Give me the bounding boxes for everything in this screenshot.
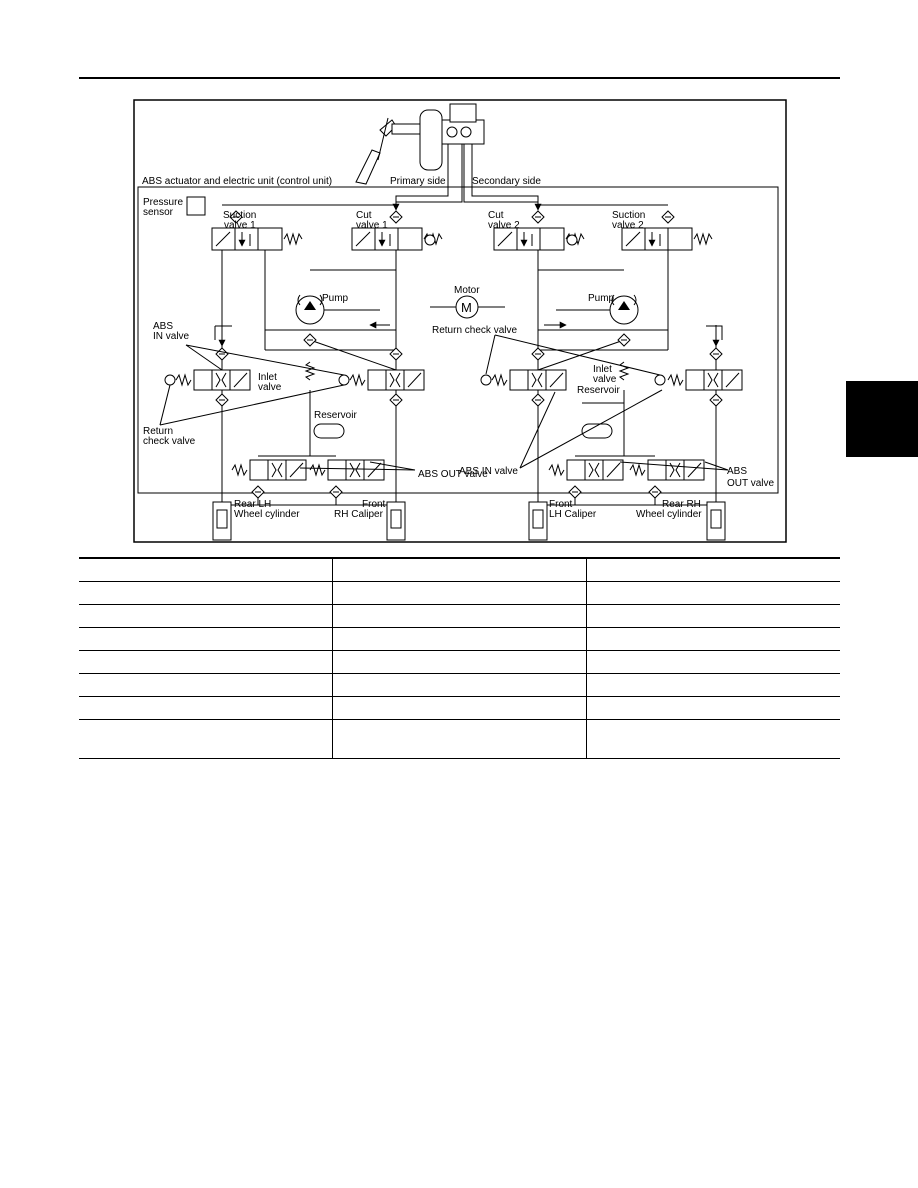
- inlet-valve-right-label: Inlet: [593, 364, 612, 375]
- svg-text:valve 2: valve 2: [612, 220, 644, 231]
- control-unit-box: [137, 186, 779, 494]
- svg-text:valve: valve: [593, 374, 617, 385]
- return-check-valve-center-label: Return check valve: [432, 325, 517, 336]
- suction-valve-2-label: Suction: [612, 210, 645, 221]
- cut-valve-2-label: Cut: [488, 210, 504, 221]
- reservoir-left: [313, 423, 345, 439]
- pump-left-label: Pump: [322, 293, 349, 304]
- svg-text:valve: valve: [258, 382, 282, 393]
- diagram-frame: [133, 99, 787, 543]
- svg-text:RH Caliper: RH Caliper: [334, 509, 384, 520]
- abs-out-valve-front-lh: [548, 459, 624, 481]
- pressure-sensor-label: Pressure: [143, 197, 183, 208]
- table-row: [79, 696, 840, 720]
- table-row: [79, 581, 840, 605]
- table-row: [79, 719, 840, 759]
- spec-table: [79, 557, 840, 759]
- secondary-side-label: Secondary side: [472, 176, 541, 187]
- abs-out-valve-left-label: ABS OUT valve: [418, 469, 488, 480]
- svg-text:check valve: check valve: [143, 436, 196, 447]
- caliper-front-lh: [528, 501, 548, 541]
- wheel-cylinder-rear-rh: [706, 501, 726, 541]
- rear-rh-label: Rear RH: [662, 499, 701, 510]
- motor: M: [430, 295, 505, 319]
- abs-in-valve-rear-rh: [667, 369, 743, 391]
- svg-text:valve 1: valve 1: [356, 220, 388, 231]
- abs-in-valve-front-lh: [491, 369, 567, 391]
- unit-title: ABS actuator and electric unit (control …: [142, 176, 332, 187]
- pump-left: [295, 294, 325, 325]
- abs-out-valve-rear-rh: [629, 459, 705, 481]
- caliper-front-rh: [386, 501, 406, 541]
- primary-side-label: Primary side: [390, 176, 446, 187]
- svg-text:valve 1: valve 1: [224, 220, 256, 231]
- abs-hydraulic-diagram: M: [133, 99, 787, 543]
- pump-right: [609, 294, 639, 325]
- svg-text:OUT valve: OUT valve: [727, 478, 774, 489]
- suction-valve-1: [212, 228, 302, 250]
- motor-label: Motor: [454, 285, 480, 296]
- table-row: [79, 604, 840, 628]
- reservoir-left-label: Reservoir: [314, 410, 357, 421]
- abs-out-valve-right-label: ABS: [727, 466, 747, 477]
- abs-in-valve-left-label: ABS: [153, 321, 173, 332]
- front-rh-label: Front: [362, 499, 386, 510]
- svg-text:M: M: [461, 300, 472, 315]
- svg-text:LH Caliper: LH Caliper: [549, 509, 597, 520]
- reservoir-right-label: Reservoir: [577, 385, 620, 396]
- abs-in-valve-front-rh: [349, 369, 425, 391]
- rear-lh-label: Rear LH: [234, 499, 271, 510]
- svg-text:Wheel cylinder: Wheel cylinder: [636, 509, 702, 520]
- section-tab: [846, 381, 918, 457]
- return-check-valve-left-label: Return: [143, 426, 173, 437]
- cut-valve-1-label: Cut: [356, 210, 372, 221]
- table-row: [79, 557, 840, 582]
- header-rule: [79, 77, 840, 79]
- pump-right-label: Pump: [588, 293, 615, 304]
- svg-text:valve 2: valve 2: [488, 220, 520, 231]
- wheel-cylinder-rear-lh: [212, 501, 232, 541]
- table-row: [79, 650, 840, 674]
- front-lh-label: Front: [549, 499, 573, 510]
- svg-text:Wheel cylinder: Wheel cylinder: [234, 509, 300, 520]
- suction-valve-1-label: Suction: [223, 210, 256, 221]
- table-row: [79, 673, 840, 697]
- pressure-sensor: [186, 196, 206, 216]
- abs-in-valve-rear-lh: [175, 369, 251, 391]
- svg-text:IN valve: IN valve: [153, 331, 190, 342]
- inlet-valve-left-label: Inlet: [258, 372, 277, 383]
- suction-valve-2: [622, 228, 712, 250]
- reservoir-right: [581, 423, 613, 439]
- table-row: [79, 627, 840, 651]
- abs-in-valve-right-label: ABS IN valve: [459, 466, 518, 477]
- svg-text:sensor: sensor: [143, 207, 174, 218]
- abs-out-valve-rear-lh: [231, 459, 307, 481]
- brake-pedal-master-cylinder: [355, 103, 485, 185]
